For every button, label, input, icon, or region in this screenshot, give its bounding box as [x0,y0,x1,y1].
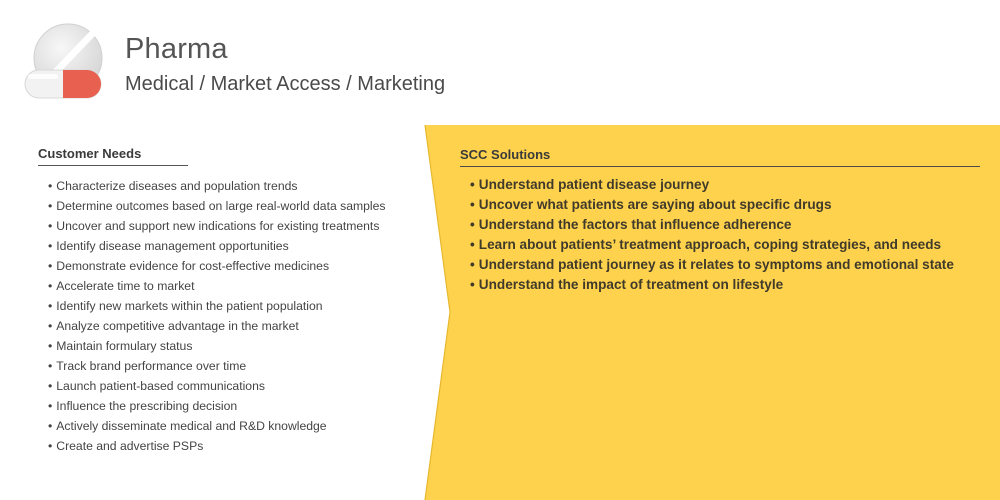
bullet-icon: • [48,439,53,453]
customer-needs-heading: Customer Needs [38,146,188,166]
bullet-icon: • [48,259,53,273]
list-item: •Identify new markets within the patient… [48,299,323,313]
list-item: •Understand the factors that influence a… [470,217,792,232]
bullet-icon: • [48,339,53,353]
bullet-icon: • [48,219,53,233]
customer-needs-list: •Characterize diseases and population tr… [48,176,386,456]
list-item: •Actively disseminate medical and R&D kn… [48,419,327,433]
bullet-icon: • [48,399,53,413]
bullet-icon: • [48,279,53,293]
page-subtitle: Medical / Market Access / Marketing [125,73,446,95]
list-item: •Create and advertise PSPs [48,439,204,453]
bullet-icon: • [470,277,475,292]
list-item: •Determine outcomes based on large real-… [48,199,386,213]
list-item: •Uncover and support new indications for… [48,219,380,233]
list-item: •Accelerate time to market [48,279,195,293]
list-item: •Identify disease management opportuniti… [48,239,289,253]
solutions-list: •Understand patient disease journey •Unc… [470,175,954,295]
bullet-icon: • [48,419,53,433]
bullet-icon: • [470,177,475,192]
list-item: •Characterize diseases and population tr… [48,179,298,193]
solutions-heading: SCC Solutions [460,147,980,167]
list-item: •Learn about patients’ treatment approac… [470,237,942,252]
list-item: •Demonstrate evidence for cost-effective… [48,259,330,273]
pill-icon [24,23,103,99]
list-item: •Launch patient-based communications [48,379,265,393]
list-item: •Analyze competitive advantage in the ma… [48,319,299,333]
bullet-icon: • [48,239,53,253]
bullet-icon: • [470,217,475,232]
list-item: •Understand patient journey as it relate… [470,257,954,272]
list-item: •Understand patient disease journey [470,177,710,192]
list-item: •Influence the prescribing decision [48,399,238,413]
bullet-icon: • [48,299,53,313]
list-item: •Understand the impact of treatment on l… [470,277,784,292]
bullet-icon: • [48,359,53,373]
bullet-icon: • [48,199,53,213]
bullet-icon: • [470,237,475,252]
bullet-icon: • [48,319,53,333]
bullet-icon: • [48,379,53,393]
list-item: •Uncover what patients are saying about … [470,197,832,212]
bullet-icon: • [470,197,475,212]
bullet-icon: • [470,257,475,272]
page-title: Pharma [125,33,228,65]
list-item: •Track brand performance over time [48,359,247,373]
list-item: •Maintain formulary status [48,339,193,353]
bullet-icon: • [48,179,53,193]
